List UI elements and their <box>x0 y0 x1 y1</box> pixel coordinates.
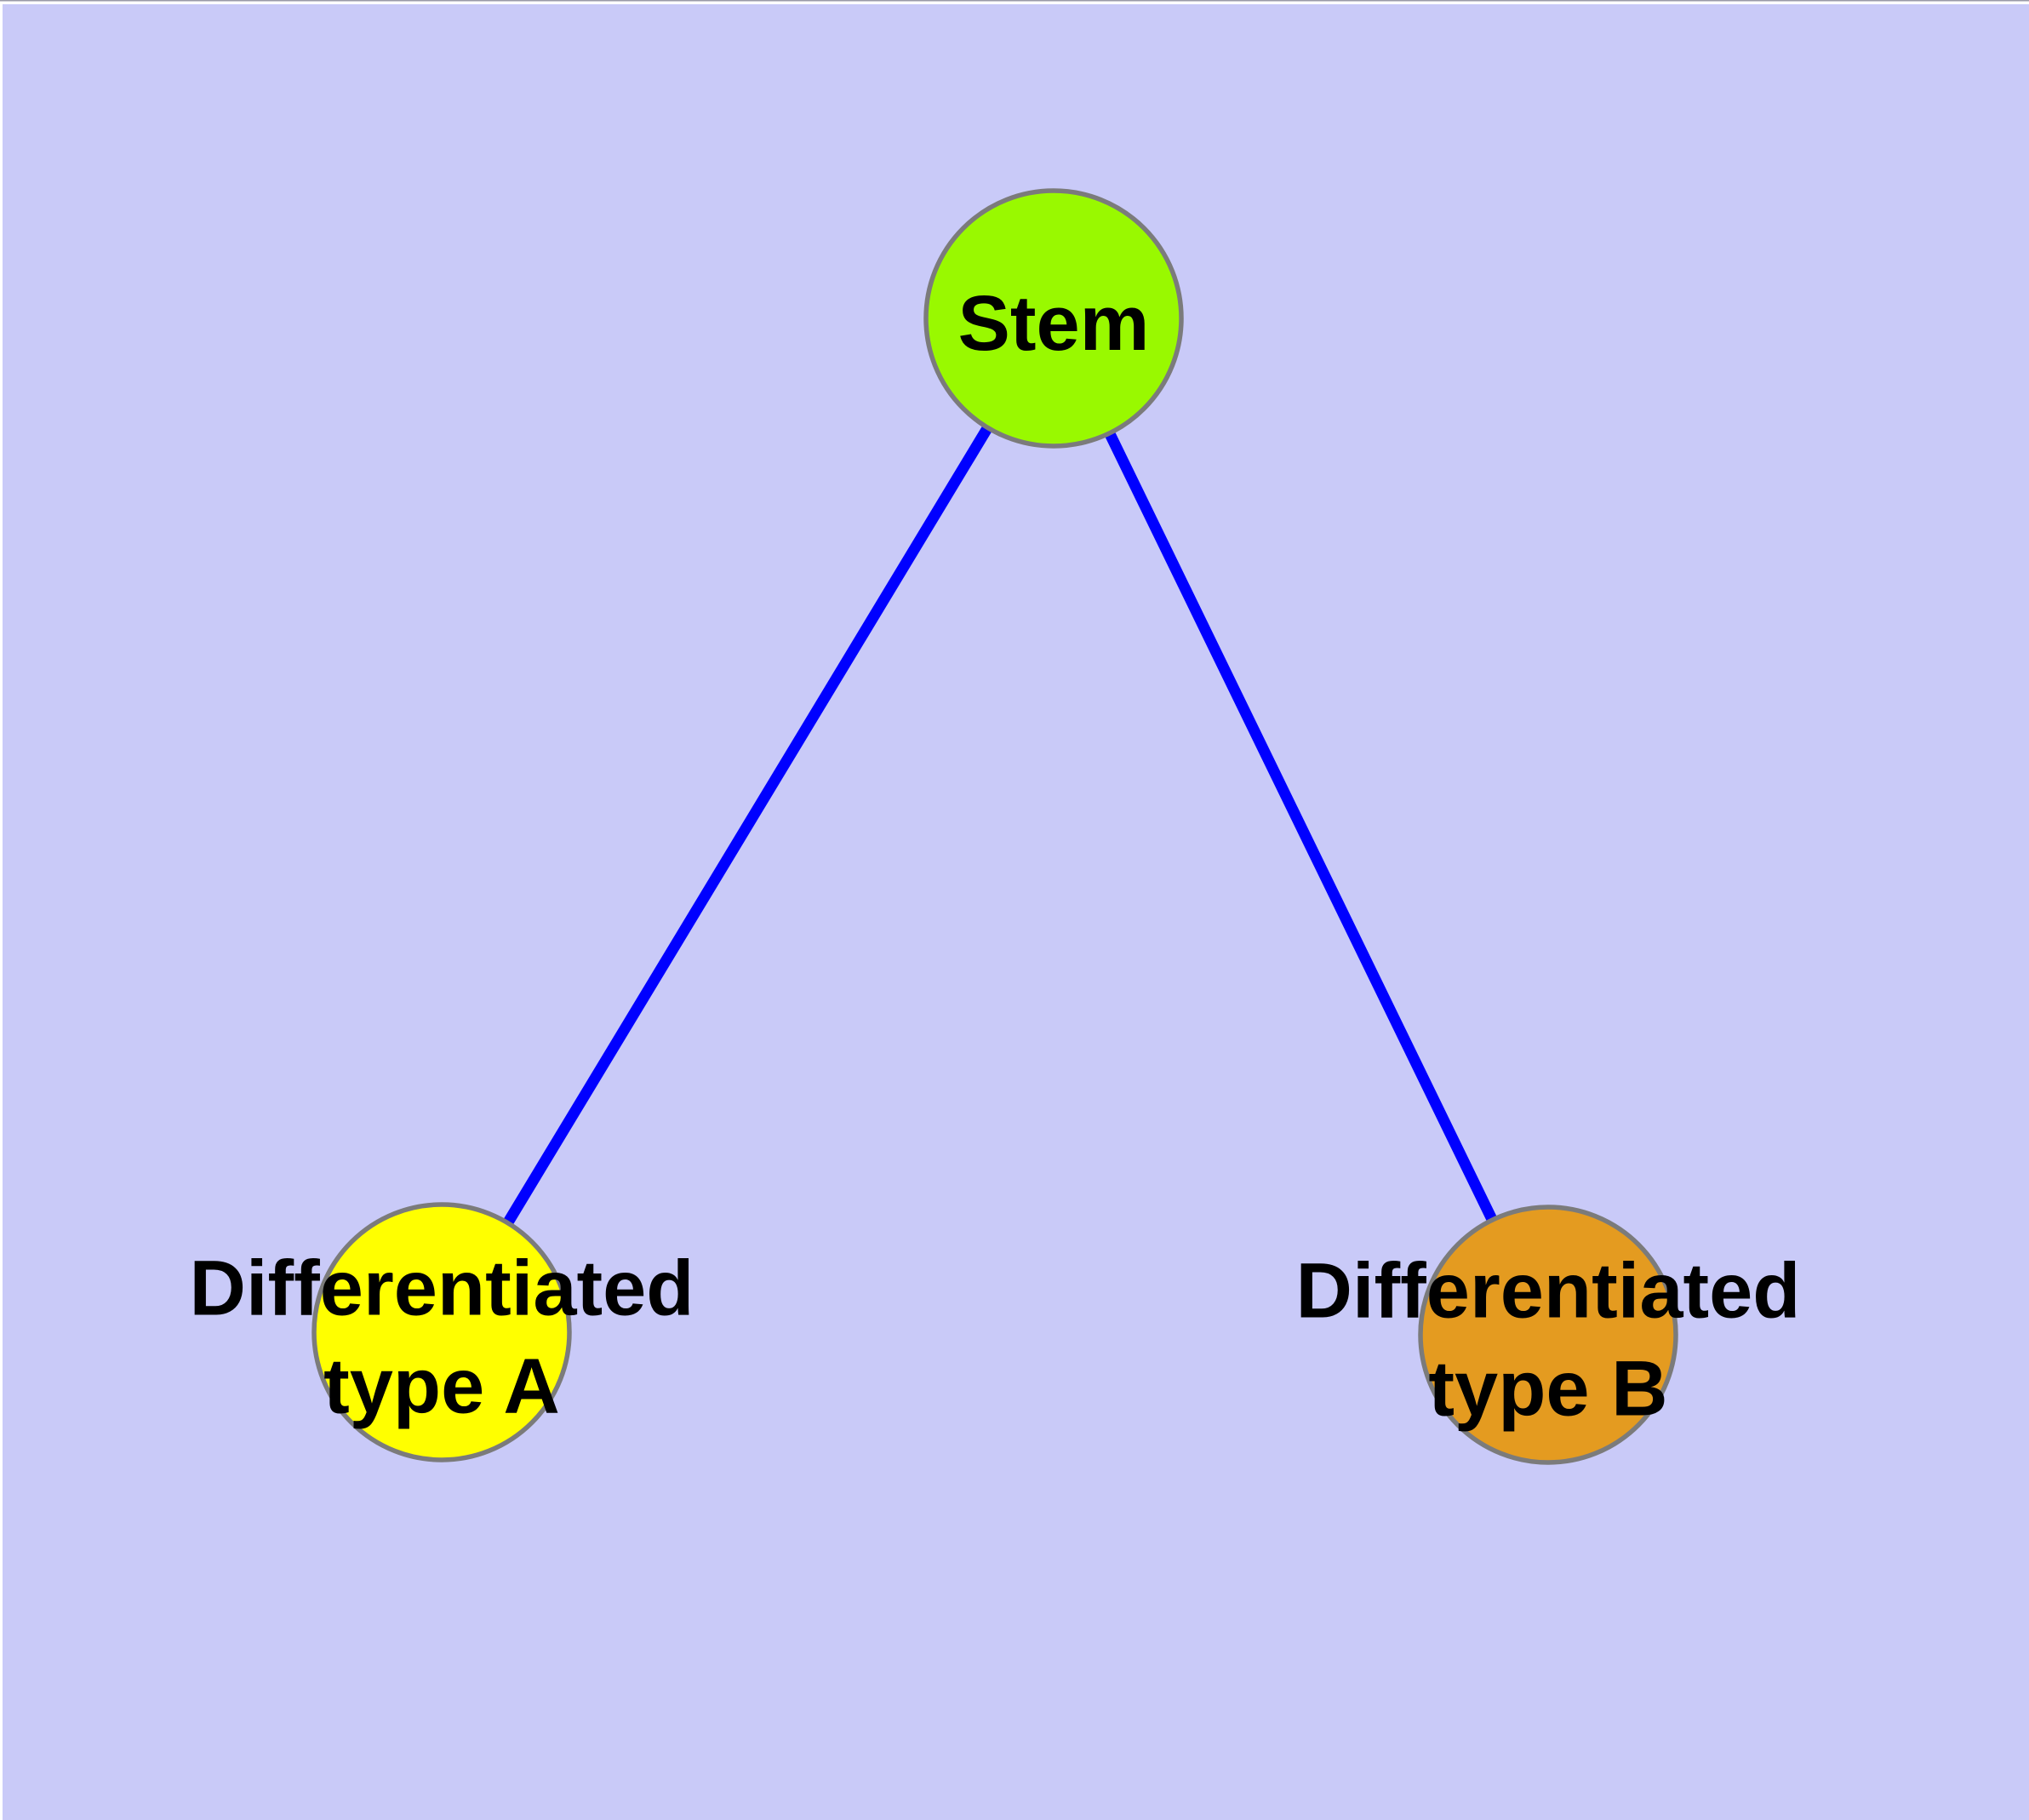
edge-stem-type-b[interactable] <box>1049 316 1553 1337</box>
node-type-a[interactable] <box>311 1202 572 1462</box>
frame-top-strip <box>0 0 2029 4</box>
node-label-type-a-line2: type A <box>323 1343 560 1430</box>
node-layer <box>311 188 1678 1465</box>
node-label-stem: Stem <box>958 280 1150 367</box>
node-label-type-b-line1: Differentiated <box>1296 1248 1801 1335</box>
node-label-type-b-line2: type B <box>1428 1346 1667 1433</box>
frame-left-strip <box>0 0 3 1820</box>
edge-stem-type-a[interactable] <box>437 315 1059 1336</box>
frame-top-line <box>0 0 2029 2</box>
node-type-b[interactable] <box>1418 1205 1678 1465</box>
node-label-type-a-line1: Differentiated <box>190 1245 694 1332</box>
node-stem[interactable] <box>923 188 1184 449</box>
edge-layer <box>437 315 1553 1337</box>
